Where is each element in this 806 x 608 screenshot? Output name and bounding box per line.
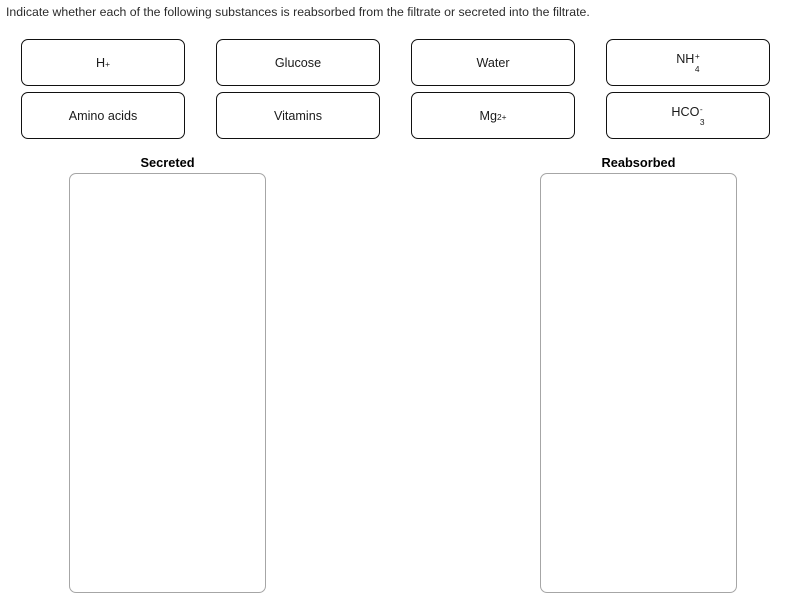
substance-tile-glucose[interactable]: Glucose (216, 39, 380, 86)
substance-tile-bicarbonate[interactable]: HCO-3 (606, 92, 770, 139)
substance-tile-ammonium[interactable]: NH+4 (606, 39, 770, 86)
formula-base: NH (676, 52, 695, 67)
formula-base: HCO (671, 105, 700, 120)
dropzone-secreted[interactable] (69, 173, 266, 593)
substance-tile-label: HCO-3 (671, 105, 704, 126)
substance-tile-hydrogen-ion[interactable]: H+ (21, 39, 185, 86)
instruction-text: Indicate whether each of the following s… (6, 5, 590, 19)
formula-subscript: 4 (694, 63, 700, 74)
substance-tile-label: Glucose (274, 55, 322, 70)
formula-superscript: + (694, 51, 700, 62)
substance-tile-label: NH+4 (676, 52, 700, 73)
dropzone-label-secreted: Secreted (140, 155, 195, 170)
dropzone-reabsorbed[interactable] (540, 173, 737, 593)
formula-charge-stack: +4 (694, 51, 700, 74)
formula-superscript: - (699, 104, 703, 115)
substance-tile-water[interactable]: Water (411, 39, 575, 86)
substance-tile-label: Vitamins (273, 108, 323, 123)
substance-tile-amino-acids[interactable]: Amino acids (21, 92, 185, 139)
formula-base: H (95, 55, 106, 70)
formula-subscript: 3 (699, 116, 705, 127)
substance-tile-label: H+ (95, 55, 110, 70)
substance-tile-label: Amino acids (68, 108, 138, 123)
dropzone-label-reabsorbed: Reabsorbed (601, 155, 676, 170)
substance-tile-vitamins[interactable]: Vitamins (216, 92, 380, 139)
formula-charge-stack: -3 (699, 104, 705, 127)
substance-tile-label: Water (476, 55, 510, 70)
formula-base: Mg (479, 108, 497, 123)
